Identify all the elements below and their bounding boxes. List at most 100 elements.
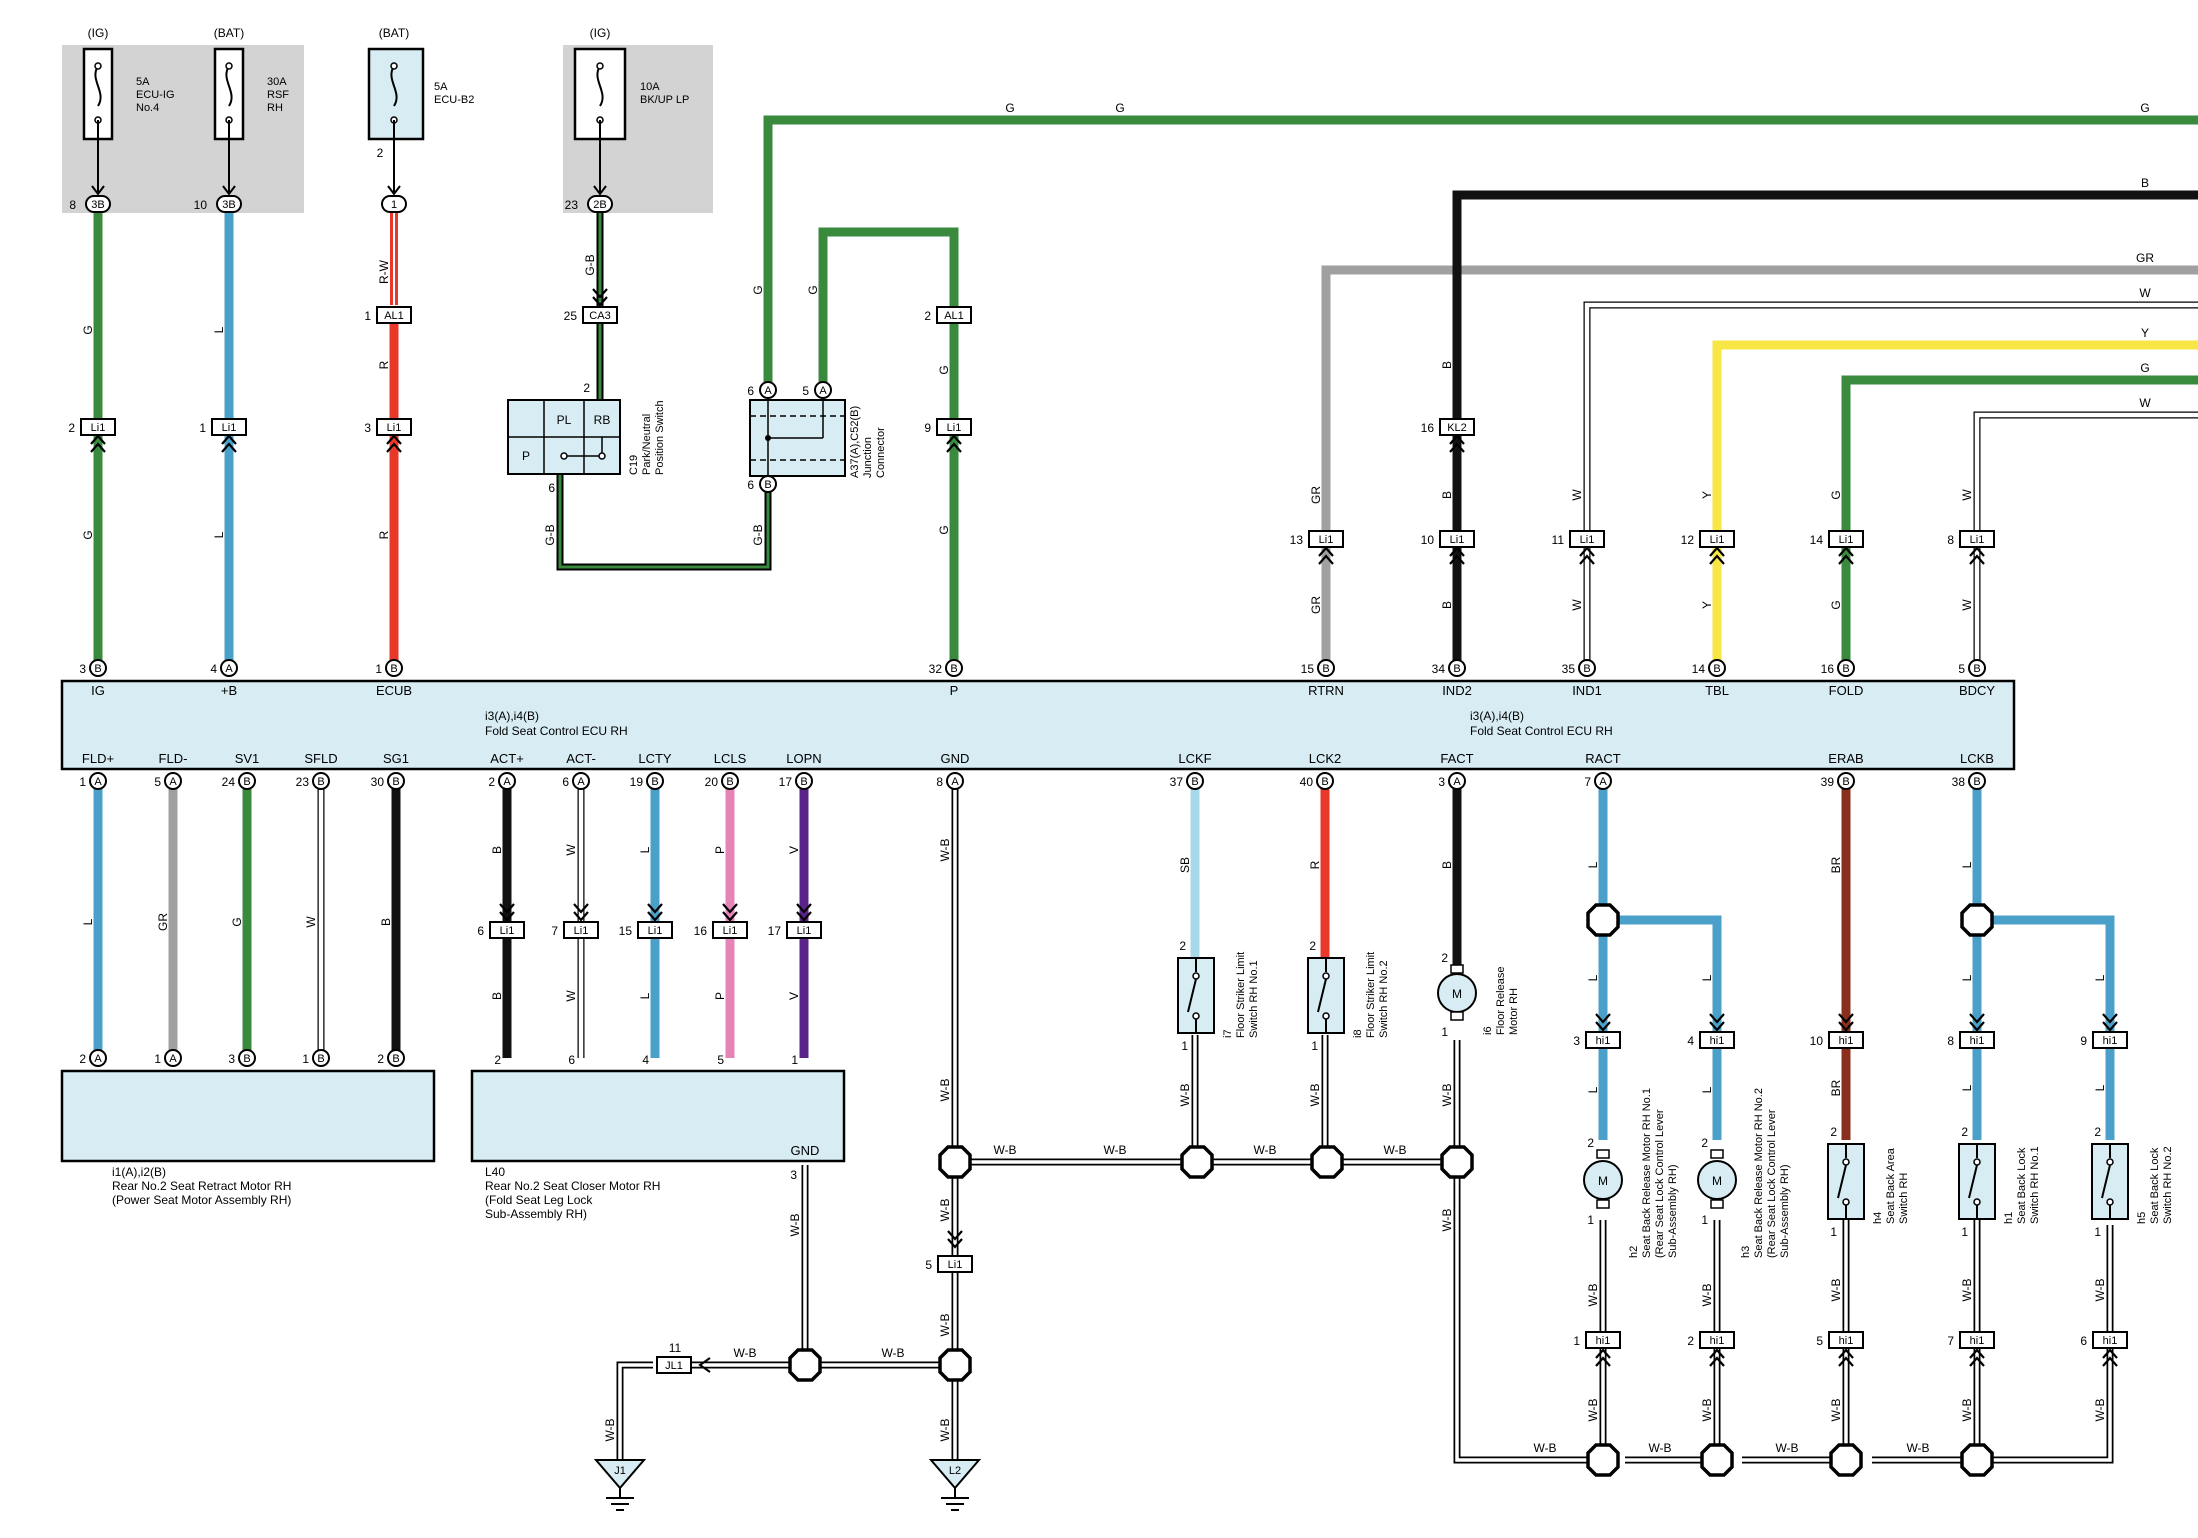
wire-g-fold (1841, 375, 2198, 668)
closer-pin-number: 2 (494, 1053, 501, 1067)
connector-li1-bdcy: Li1 8 (1947, 530, 1995, 566)
terminal-conn: B (94, 663, 101, 675)
svg-text:30A: 30A (267, 76, 287, 88)
svg-text:A37(A),C52(B): A37(A),C52(B) (849, 406, 861, 478)
svg-text:Li1: Li1 (797, 925, 812, 937)
svg-text:W-B: W-B (1440, 1083, 1454, 1106)
terminal-bot-sfld: B23 (296, 772, 330, 790)
terminal-pin: 17 (779, 775, 793, 789)
ecu-bottom-label: LCKB (1960, 751, 1994, 766)
svg-text:A: A (819, 385, 827, 397)
svg-text:G: G (1829, 600, 1843, 609)
wire-ract-branch (1618, 915, 1722, 1140)
terminal-pin: 23 (296, 775, 310, 789)
svg-text:2: 2 (1687, 1334, 1694, 1348)
terminal-pin: 3 (228, 1052, 235, 1066)
svg-text:5: 5 (1816, 1334, 1823, 1348)
closer-motor-line3: Sub-Assembly RH) (485, 1207, 587, 1221)
svg-text:G: G (1005, 101, 1014, 115)
svg-text:5A: 5A (434, 81, 448, 93)
terminal-pin: 6 (562, 775, 569, 789)
svg-text:W-B: W-B (938, 1078, 952, 1101)
terminal-retract-hlv: B3 (228, 1049, 256, 1067)
connector-li1-ecub: Li1 3 (364, 418, 412, 454)
terminal-conn: A (1453, 776, 1461, 788)
fuse-ecu-ig: (IG) 5A ECU-IG No.4 (82, 26, 175, 196)
svg-text:Li1: Li1 (648, 925, 663, 937)
svg-text:3B: 3B (222, 199, 235, 211)
svg-text:CA3: CA3 (589, 310, 610, 322)
terminal-retract-back: A1 (154, 1049, 182, 1067)
terminal-pin: 7 (1584, 775, 1591, 789)
terminal-name: TBL (1705, 683, 1729, 698)
terminal-pin: 1 (79, 775, 86, 789)
svg-text:G: G (1115, 101, 1124, 115)
terminal-pin: 1 (375, 662, 382, 676)
svg-text:Motor RH: Motor RH (1508, 988, 1520, 1035)
connector-li1-tbl: Li1 12 (1681, 530, 1735, 566)
svg-text:10: 10 (1421, 533, 1435, 547)
ecu-bottom-label: FLD- (159, 751, 188, 766)
junction-connector: A 6 A 5 B 6 A37(A),C52(B) Junction Conne… (747, 381, 887, 493)
svg-text:5: 5 (802, 384, 809, 398)
terminal-circle (1708, 659, 1726, 677)
terminal-bot-sv1: B24 (222, 772, 256, 790)
svg-text:BK/UP LP: BK/UP LP (640, 94, 689, 106)
connector-al1-right: AL1 2 (924, 306, 972, 324)
svg-text:4: 4 (1687, 1034, 1694, 1048)
terminal-pin: 2 (488, 775, 495, 789)
terminal-pin: 39 (1821, 775, 1835, 789)
terminal-conn: B (950, 663, 957, 675)
svg-text:ECU-B2: ECU-B2 (434, 94, 474, 106)
svg-text:Li1: Li1 (723, 925, 738, 937)
ecu-bottom-label: GND (941, 751, 970, 766)
svg-text:25: 25 (564, 309, 578, 323)
svg-text:2: 2 (1701, 1136, 1708, 1150)
svg-text:Li1: Li1 (1710, 534, 1725, 546)
terminal-bot-actplus: A2 (488, 772, 516, 790)
ecu-bottom-label: RACT (1585, 751, 1620, 766)
svg-text:W-B: W-B (1960, 1398, 1974, 1421)
terminal-pin: 40 (1300, 775, 1314, 789)
svg-text:2: 2 (68, 421, 75, 435)
svg-text:W-B: W-B (1700, 1398, 1714, 1421)
terminal-conn: A (94, 776, 102, 788)
svg-text:L: L (81, 918, 95, 925)
svg-text:2: 2 (1309, 939, 1316, 953)
terminal-conn: B (726, 776, 733, 788)
svg-text:W: W (1570, 599, 1584, 611)
terminal-pin: 30 (371, 775, 385, 789)
svg-text:2: 2 (1830, 1125, 1837, 1139)
svg-text:W: W (304, 916, 318, 928)
ecu-title-right: Fold Seat Control ECU RH (1470, 724, 1613, 738)
svg-text:Seat Back Lock: Seat Back Lock (2016, 1147, 2028, 1224)
svg-text:hi1: hi1 (1710, 1335, 1725, 1347)
fuse-bk-up-lp: (IG) 10A BK/UP LP (573, 26, 689, 196)
svg-text:Li1: Li1 (947, 422, 962, 434)
terminal-pin: 2 (377, 1052, 384, 1066)
svg-text:B: B (379, 918, 393, 926)
svg-text:W-B: W-B (1700, 1283, 1714, 1306)
svg-text:1: 1 (391, 199, 397, 211)
terminal-circle (89, 1049, 107, 1067)
retract-motor-code: i1(A),i2(B) (112, 1165, 166, 1179)
terminal-pin: 15 (1301, 662, 1315, 676)
svg-text:JL1: JL1 (665, 1360, 683, 1372)
svg-text:Switch RH No.2: Switch RH No.2 (1378, 960, 1390, 1038)
svg-text:G: G (937, 365, 951, 374)
svg-text:W-B: W-B (2093, 1398, 2107, 1421)
svg-text:Switch RH No.1: Switch RH No.1 (1248, 960, 1260, 1038)
terminal-circle (1448, 772, 1466, 790)
svg-text:W-B: W-B (1906, 1441, 1929, 1455)
svg-text:W-B: W-B (938, 1313, 952, 1336)
svg-text:W: W (564, 990, 578, 1002)
svg-text:Park/Neutral: Park/Neutral (641, 414, 653, 475)
floor-striker-switch-1: 2 1 i7 Floor Striker Limit Switch RH No.… (1177, 939, 1260, 1053)
closer-pin-number: 1 (791, 1053, 798, 1067)
terminal-name: IG (91, 683, 105, 698)
svg-text:RB: RB (594, 413, 611, 427)
ground-l2: L2 (928, 1459, 982, 1511)
